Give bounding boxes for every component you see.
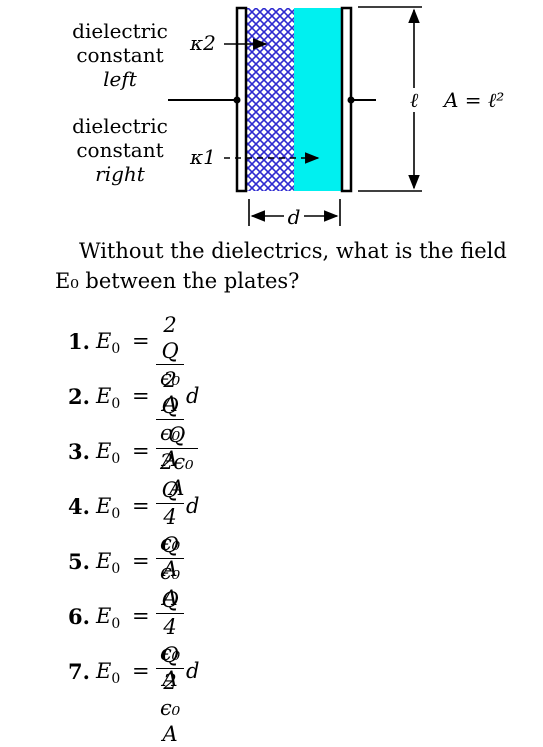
option-denominator: 4 ϵ₀ A xyxy=(156,503,185,582)
option-tail: d xyxy=(186,659,200,683)
option-lhs: E0 xyxy=(96,439,121,468)
option-tail: d xyxy=(186,494,200,518)
label-left-line1: dielectric xyxy=(72,19,168,43)
option-lhs: E0 xyxy=(96,384,121,413)
label-right-line3: right xyxy=(95,162,146,186)
option-numerator: Q xyxy=(168,423,186,447)
option-number: 2. xyxy=(68,384,90,409)
left-dielectric-slab xyxy=(246,8,294,191)
option-lhs: E0 xyxy=(96,659,121,688)
right-dielectric-slab xyxy=(294,8,342,191)
option-denominator: ϵ₀ A xyxy=(156,364,185,417)
option-numerator: Q xyxy=(161,588,179,612)
option-number: 6. xyxy=(68,604,90,629)
option-numerator: Q xyxy=(161,478,179,502)
option-equals: = xyxy=(132,439,150,463)
option-denominator: ϵ₀ A xyxy=(156,558,185,611)
gap-label: d xyxy=(288,205,301,229)
option-denominator: ϵ₀ A xyxy=(156,419,185,472)
option-equals: = xyxy=(132,494,150,518)
kappa-bottom-label: κ1 xyxy=(189,145,216,169)
capacitor-diagram: dielectric constant left dielectric cons… xyxy=(72,6,504,229)
option-lhs: E0 xyxy=(96,329,121,358)
label-right-line1: dielectric xyxy=(72,114,168,138)
label-dielectric-left: dielectric constant left xyxy=(72,19,168,91)
option-number: 5. xyxy=(68,549,90,574)
option-number: 1. xyxy=(68,329,90,354)
right-lead-dot xyxy=(347,96,355,104)
option-equals: = xyxy=(132,549,150,573)
option-denominator: 2 ϵ₀ A xyxy=(156,668,185,747)
option-tail: d xyxy=(186,384,200,408)
label-left-line3: left xyxy=(103,67,138,91)
option-equals: = xyxy=(132,384,150,408)
option-equals: = xyxy=(132,659,150,683)
option-lhs: E0 xyxy=(96,549,121,578)
option-denominator: 2ϵ₀ A xyxy=(156,448,198,501)
question-text: Without the dielectrics, what is the fie… xyxy=(55,239,507,293)
area-label: A = ℓ² xyxy=(442,88,504,112)
kappa-top-label: κ2 xyxy=(189,31,216,55)
option-equals: = xyxy=(132,604,150,628)
option-numerator: 2 Q xyxy=(161,368,179,418)
label-right-line2: constant xyxy=(76,138,163,162)
option-number: 7. xyxy=(68,659,90,684)
option-number: 3. xyxy=(68,439,90,464)
label-left-line2: constant xyxy=(76,43,163,67)
length-label: ℓ xyxy=(410,88,419,112)
option-numerator: Q xyxy=(161,643,179,667)
label-dielectric-right: dielectric constant right xyxy=(72,114,168,186)
option-equals: = xyxy=(132,329,150,353)
option-lhs: E0 xyxy=(96,494,121,523)
option-numerator: 2 Q xyxy=(161,313,179,363)
option-number: 4. xyxy=(68,494,90,519)
left-lead-dot xyxy=(233,96,241,104)
option-denominator: 4 ϵ₀ A xyxy=(156,613,185,692)
option-numerator: Q xyxy=(161,533,179,557)
option-lhs: E0 xyxy=(96,604,121,633)
